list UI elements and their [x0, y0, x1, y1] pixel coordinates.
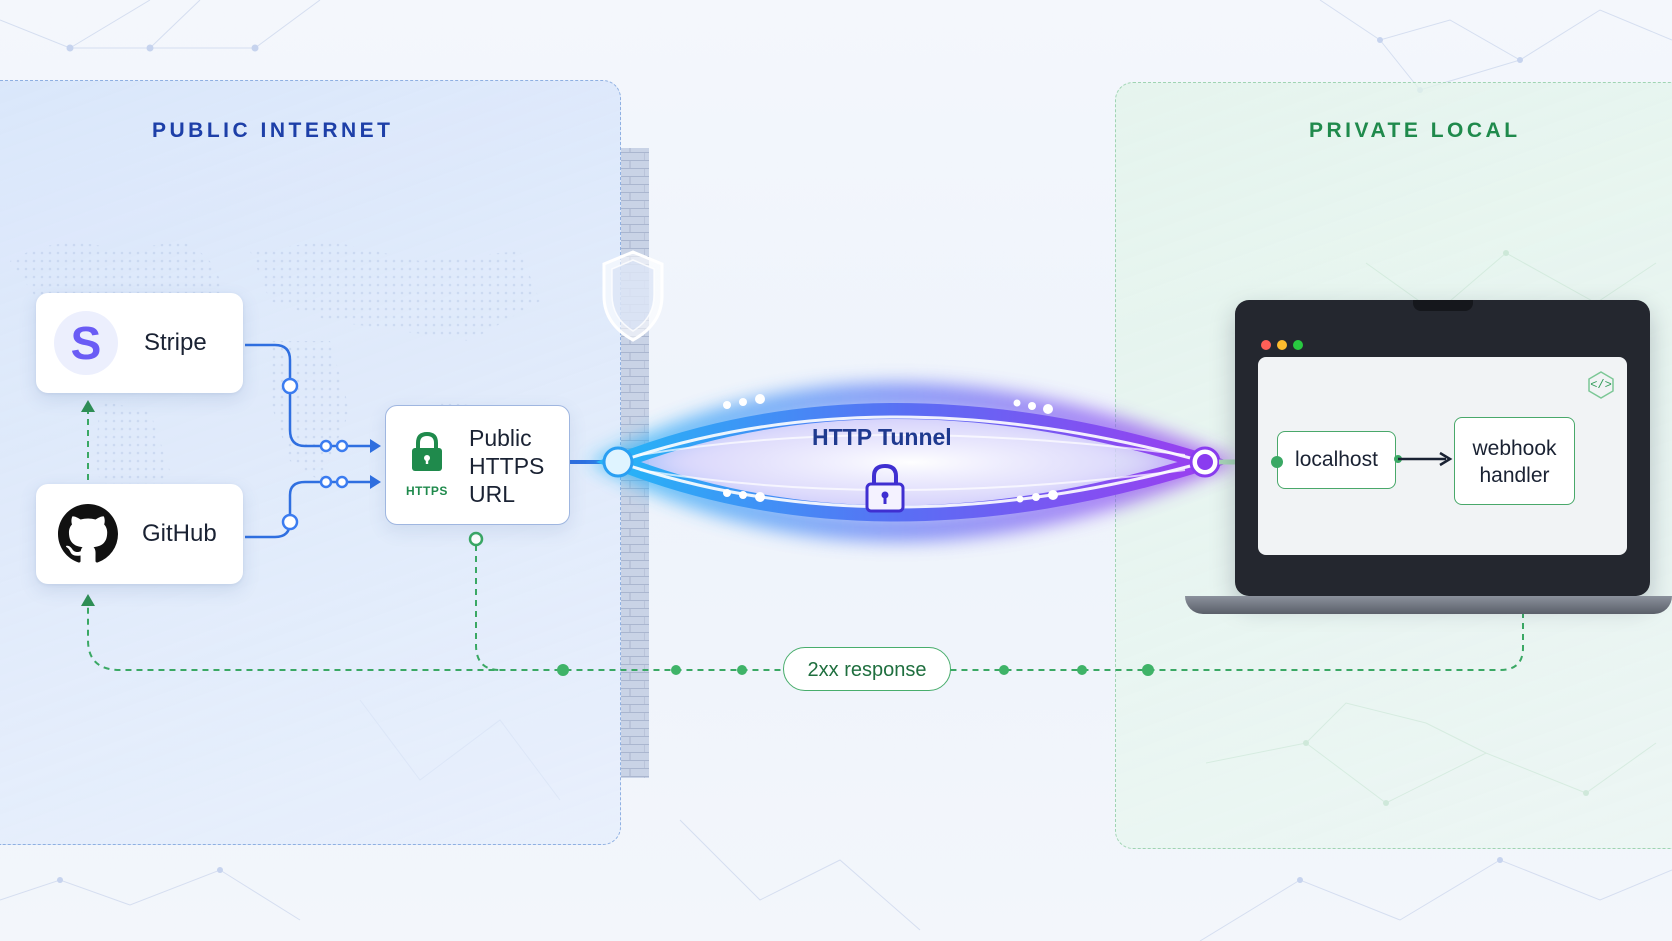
- lock-icon: [412, 431, 442, 471]
- shield-icon: [602, 250, 664, 342]
- laptop: </> localhost webhook handler: [1185, 300, 1672, 620]
- stripe-card[interactable]: S Stripe: [36, 293, 243, 393]
- laptop-base: [1185, 596, 1672, 614]
- padlock-icon: [865, 463, 905, 513]
- public-url-line3: URL: [469, 481, 516, 507]
- localhost-to-handler-arrow: [1394, 451, 1453, 467]
- stripe-logo: S: [54, 311, 118, 375]
- github-icon: [58, 504, 118, 563]
- code-icon: </>: [1590, 378, 1612, 392]
- public-url-line2: HTTPS: [469, 453, 545, 479]
- github-card[interactable]: GitHub: [36, 484, 243, 584]
- stripe-label: Stripe: [144, 329, 207, 356]
- public-url-line1: Public: [469, 425, 532, 451]
- webhook-line2: handler: [1479, 464, 1550, 487]
- localhost-node[interactable]: localhost: [1277, 431, 1396, 489]
- public-https-url-card[interactable]: HTTPS Public HTTPS URL: [385, 405, 570, 525]
- window-controls: [1261, 335, 1309, 354]
- github-label: GitHub: [142, 520, 217, 547]
- webhook-line1: webhook: [1472, 437, 1557, 460]
- laptop-body: </> localhost webhook handler: [1235, 300, 1650, 596]
- webhook-handler-node[interactable]: webhook handler: [1454, 417, 1575, 505]
- public-url-text: Public HTTPS URL: [469, 424, 544, 508]
- private-zone-title: PRIVATE LOCAL: [1309, 119, 1521, 142]
- https-badge: HTTPS: [406, 484, 448, 498]
- response-label: 2xx response: [783, 647, 951, 691]
- public-zone-title: PUBLIC INTERNET: [152, 119, 394, 142]
- tunnel-label: HTTP Tunnel: [812, 424, 952, 450]
- laptop-screen: </> localhost webhook handler: [1258, 357, 1627, 555]
